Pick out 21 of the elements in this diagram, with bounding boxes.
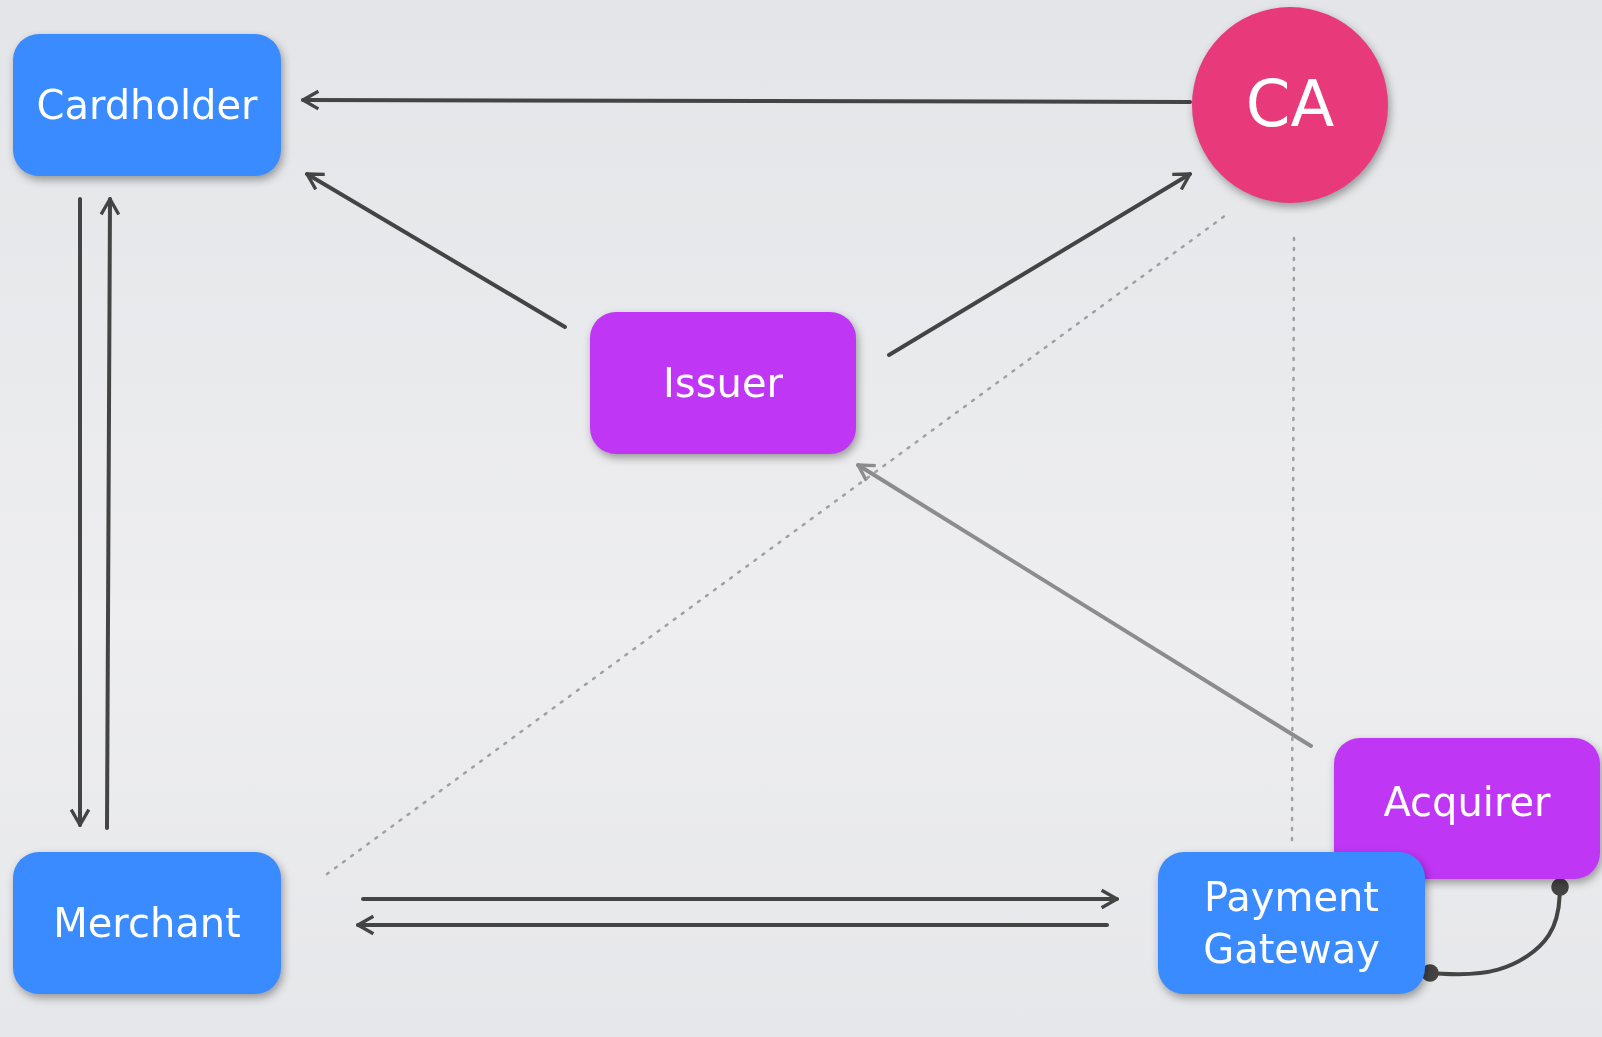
arrow	[99, 197, 121, 830]
node-label: Acquirer	[1383, 778, 1551, 827]
process-box	[13, 34, 281, 176]
arrow	[361, 888, 1119, 910]
dot-ended-connector	[1421, 878, 1569, 982]
arrow	[856, 463, 1313, 748]
dotted-line	[325, 213, 1228, 876]
process-box	[590, 312, 856, 454]
arrow	[305, 172, 567, 329]
process-box	[1334, 738, 1600, 879]
arrow	[887, 172, 1192, 357]
process-box	[13, 852, 281, 994]
arrow	[69, 197, 91, 827]
arrow	[301, 89, 1192, 111]
node-label: Merchant	[53, 899, 241, 948]
node-label: CA	[1245, 66, 1335, 144]
process-box	[1158, 852, 1425, 994]
node-label: Payment Gateway	[1202, 873, 1381, 974]
arrow	[356, 914, 1109, 936]
node-label: Cardholder	[36, 81, 258, 130]
node-label: Issuer	[663, 359, 783, 408]
